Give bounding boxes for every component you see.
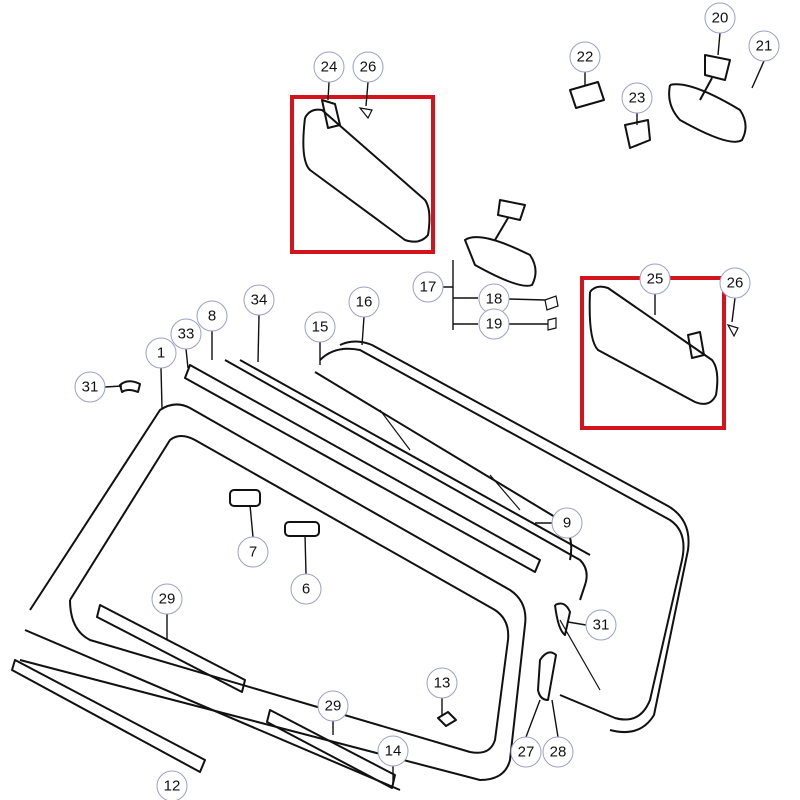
callout-24[interactable]: 24 [313,51,345,83]
svg-text:21: 21 [756,38,773,55]
svg-text:31: 31 [593,617,610,634]
svg-text:13: 13 [434,675,451,692]
callout-31-left[interactable]: 31 [74,371,106,403]
svg-text:22: 22 [577,49,594,66]
sun-visor-right-drawing [588,285,739,405]
svg-text:28: 28 [550,744,567,761]
callouts: 20 21 22 24 26 23 17 18 19 25 26 34 8 16… [74,2,780,800]
callout-25[interactable]: 25 [639,263,671,295]
svg-text:24: 24 [321,59,338,76]
callout-19[interactable]: 19 [478,308,510,340]
callout-7[interactable]: 7 [237,536,269,568]
svg-text:16: 16 [356,294,373,311]
svg-text:29: 29 [159,591,176,608]
callout-29-upper[interactable]: 29 [151,583,183,615]
svg-text:26: 26 [727,275,744,292]
callout-12[interactable]: 12 [156,770,188,800]
svg-text:1: 1 [157,345,165,362]
callout-17[interactable]: 17 [412,271,444,303]
callout-31-right[interactable]: 31 [585,609,617,641]
callout-29-lower[interactable]: 29 [317,690,349,722]
callout-34[interactable]: 34 [243,284,275,316]
rear-view-mirror-drawing [452,54,747,331]
svg-text:15: 15 [312,319,329,336]
highlight-boxes [290,95,726,430]
callout-leaders [104,32,765,785]
svg-text:12: 12 [164,778,181,795]
callout-23[interactable]: 23 [621,82,653,114]
svg-text:9: 9 [563,515,571,532]
callout-1[interactable]: 1 [145,337,177,369]
svg-text:8: 8 [208,308,216,325]
sun-visor-left-drawing [302,99,431,243]
windshield-assembly-drawing [11,340,690,791]
svg-text:18: 18 [486,291,503,308]
svg-text:6: 6 [302,581,310,598]
callout-8[interactable]: 8 [196,300,228,332]
callout-15[interactable]: 15 [304,311,336,343]
svg-text:25: 25 [647,271,664,288]
svg-text:20: 20 [712,10,729,27]
callout-20[interactable]: 20 [704,2,736,34]
callout-28[interactable]: 28 [542,736,574,768]
svg-text:27: 27 [518,744,535,761]
callout-14[interactable]: 14 [377,735,409,767]
callout-16[interactable]: 16 [348,286,380,318]
svg-text:34: 34 [251,292,268,309]
callout-26-right[interactable]: 26 [719,267,751,299]
callout-6[interactable]: 6 [290,573,322,605]
svg-text:23: 23 [629,90,646,107]
svg-text:31: 31 [82,379,99,396]
svg-text:14: 14 [385,743,402,760]
highlight-box-visor-left [290,95,435,254]
callout-26-left[interactable]: 26 [352,51,384,83]
callout-27[interactable]: 27 [510,736,542,768]
callout-33[interactable]: 33 [170,318,202,350]
svg-text:26: 26 [360,59,377,76]
svg-text:19: 19 [486,316,503,333]
callout-9[interactable]: 9 [551,507,583,539]
callout-13[interactable]: 13 [426,667,458,699]
callout-21[interactable]: 21 [748,30,780,62]
svg-text:17: 17 [420,279,437,296]
svg-text:7: 7 [249,544,257,561]
svg-text:33: 33 [178,326,195,343]
svg-text:29: 29 [325,698,342,715]
callout-22[interactable]: 22 [569,41,601,73]
